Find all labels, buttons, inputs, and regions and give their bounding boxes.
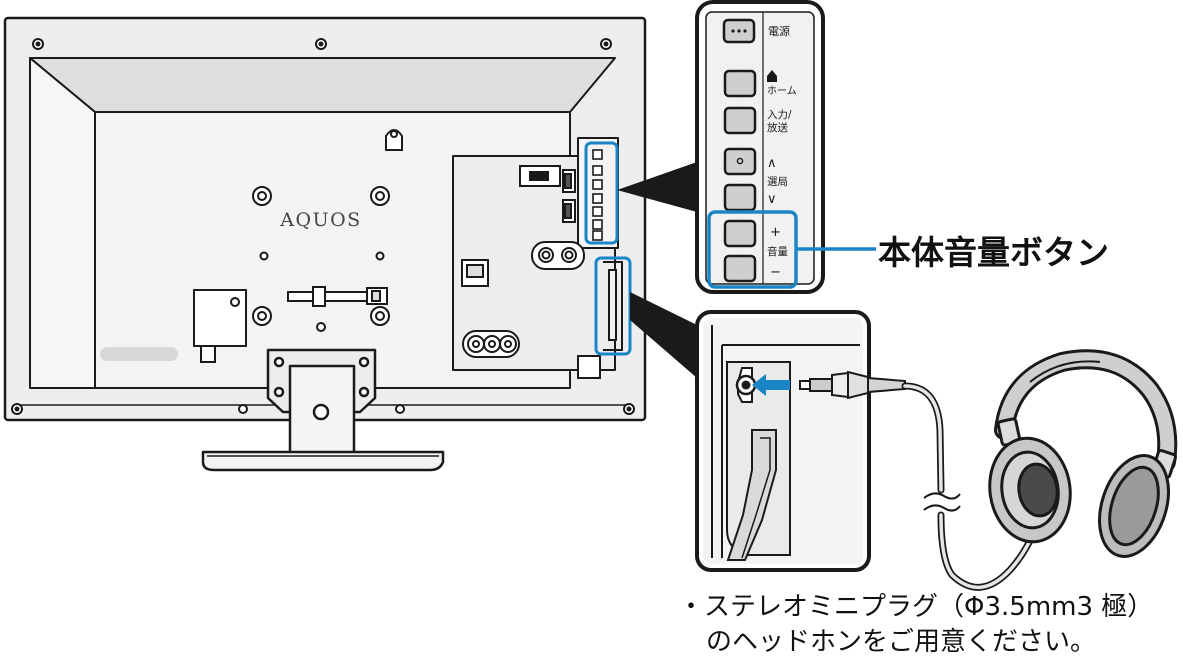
panel-button-marks bbox=[731, 29, 747, 165]
highlight-side-buttons bbox=[584, 141, 619, 245]
tv-top-bevel bbox=[29, 57, 616, 113]
note-line-1: ・ステレオミニプラグ（Φ3.5mm3 極） bbox=[678, 592, 1154, 622]
label-input-line1: 入力/ bbox=[767, 108, 792, 121]
headphone-note: ・ステレオミニプラグ（Φ3.5mm3 極） のヘッドホンをご用意ください。 bbox=[678, 590, 1153, 660]
tv-side-buttons bbox=[592, 149, 603, 241]
tv-stand bbox=[201, 348, 445, 472]
tv-logo: AQUOS bbox=[279, 209, 361, 231]
channel-up-button[interactable] bbox=[723, 147, 757, 176]
connector-wedge-bottom bbox=[630, 292, 697, 378]
cable-break-icon bbox=[923, 492, 961, 512]
label-power: 電源 bbox=[768, 24, 790, 38]
tv-left-bevel bbox=[29, 57, 96, 389]
input-button[interactable] bbox=[723, 106, 757, 135]
panel-labels: 電源 ホーム 入力/ 放送 ∧ 選局 ∨ + 音量 − bbox=[767, 24, 797, 280]
connector-wedge-top bbox=[617, 162, 697, 212]
home-button[interactable] bbox=[723, 69, 757, 98]
callout-volume-buttons: 本体音量ボタン bbox=[878, 233, 1109, 272]
label-channel-down: ∨ bbox=[767, 192, 777, 207]
left-terminal-box bbox=[193, 289, 247, 363]
volume-minus-button[interactable] bbox=[723, 254, 757, 283]
cable-clamp bbox=[287, 286, 388, 307]
panel-buttons bbox=[722, 18, 757, 283]
note-line-2: のヘッドホンをご用意ください。 bbox=[706, 627, 1097, 657]
label-sticker bbox=[100, 347, 178, 361]
channel-down-button[interactable] bbox=[723, 183, 757, 212]
tv-hook bbox=[385, 129, 403, 151]
headphone-cable-inner bbox=[903, 384, 1042, 590]
arrow-right-icon bbox=[752, 374, 790, 396]
volume-plus-button[interactable] bbox=[723, 219, 757, 248]
label-channel: 選局 bbox=[767, 175, 788, 188]
terminals bbox=[461, 165, 623, 379]
label-volume-plus: + bbox=[770, 225, 781, 240]
label-channel-up: ∧ bbox=[767, 156, 777, 171]
headphone-plug bbox=[799, 370, 906, 400]
label-input-line2: 放送 bbox=[767, 121, 788, 134]
home-icon bbox=[767, 70, 777, 82]
jack-inset bbox=[695, 310, 871, 572]
label-home: ホーム bbox=[767, 85, 797, 97]
tv-screws bbox=[11, 38, 635, 415]
label-volume: 音量 bbox=[767, 245, 788, 258]
headphones-icon bbox=[988, 349, 1178, 558]
label-volume-minus: − bbox=[770, 265, 781, 280]
side-button-column bbox=[577, 137, 619, 249]
